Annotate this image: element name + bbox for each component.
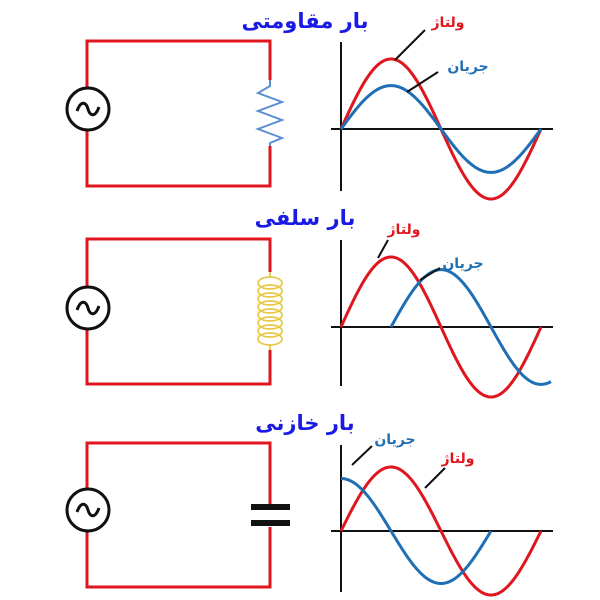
voltage-curve xyxy=(339,255,543,399)
current-label: جریان xyxy=(374,432,415,448)
ac-source-icon xyxy=(65,86,111,132)
panel-inductive: بار سلفی xyxy=(65,206,553,399)
circuit-wire xyxy=(85,441,272,589)
voltage-label: ولتاژ xyxy=(431,15,465,31)
current-label: جریان xyxy=(442,256,483,272)
current-curve xyxy=(389,268,552,386)
circuit xyxy=(65,441,290,589)
voltage-label: ولتاژ xyxy=(441,451,475,467)
waveform-graph: جریان ولتاژ xyxy=(331,432,553,597)
voltage-curve xyxy=(339,465,543,597)
panel-title: بار خازنی xyxy=(255,411,354,435)
panel-title: بار سلفی xyxy=(255,206,356,230)
current-leader xyxy=(351,445,373,466)
current-leader xyxy=(406,71,439,93)
circuit-wire xyxy=(85,39,272,188)
voltage-label: ولتاژ xyxy=(387,222,421,238)
panel-capacitive: بار خازنی جریان ولتاژ xyxy=(65,411,553,597)
circuit xyxy=(65,39,285,188)
ac-source-icon xyxy=(65,487,111,533)
voltage-leader xyxy=(394,29,426,61)
voltage-leader xyxy=(377,239,389,259)
ac-source-icon xyxy=(65,285,111,331)
circuit xyxy=(65,237,283,386)
panel-title: بار مقاومتی xyxy=(241,9,368,33)
current-label: جریان xyxy=(447,59,488,75)
inductor-icon xyxy=(257,272,283,350)
waveform-graph: ولتاژ جریان xyxy=(331,15,553,201)
voltage-leader xyxy=(424,467,446,489)
wire-gap xyxy=(262,272,278,350)
circuit-wire xyxy=(85,237,272,386)
resistor-icon xyxy=(255,80,285,146)
current-curve xyxy=(341,477,493,585)
panel-resistive: بار مقاومتی ولتاژ جریان xyxy=(65,9,553,201)
capacitor-icon xyxy=(251,504,290,526)
waveform-graph: ولتاژ جریان xyxy=(331,222,553,399)
current-leader xyxy=(419,267,441,281)
current-curve xyxy=(339,84,543,174)
